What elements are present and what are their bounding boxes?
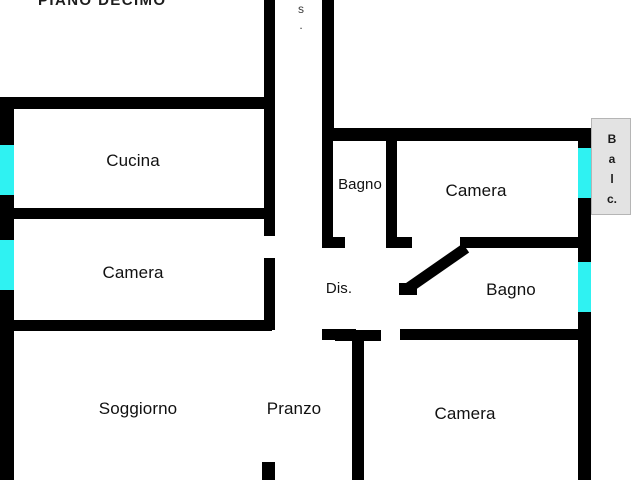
room-label-cucina: Cucina (106, 151, 160, 170)
wall-bagno-est-south (400, 329, 590, 340)
wall-bagno-nord-south-e (386, 237, 412, 248)
wall-exterior-east-b (578, 196, 591, 264)
wall-exterior-east-c (578, 310, 591, 480)
wall-exterior-west-b (0, 195, 14, 240)
vlabel-char: . (299, 18, 303, 32)
wall-bagno-nord-east (386, 141, 397, 241)
vlabel-char: a (608, 152, 616, 166)
wall-pranzo-camera-divider (352, 340, 364, 480)
window-bagno-est-east (578, 262, 591, 312)
balcony-east (591, 118, 631, 215)
wall-exterior-west-a (0, 97, 14, 145)
wall-corridor-east-upper (322, 0, 334, 128)
room-label-pranzo: Pranzo (266, 399, 322, 418)
wall-soggiorno-pranzo-stub (262, 462, 275, 480)
vlabel-char: B (607, 132, 617, 146)
wall-dis-south-stub-a (322, 329, 356, 340)
wall-corridor-west-upper (264, 0, 275, 96)
wall-camera-soggiorno-divider (14, 320, 272, 331)
wall-corridor-west-mid (264, 96, 275, 236)
wall-cucina-east (264, 117, 275, 162)
wall-camera-nord-south (460, 237, 590, 248)
page-title: PIANO DECIMO (38, 0, 167, 9)
vlabel-char: s (298, 2, 304, 16)
room-label-camera-sud: Camera (434, 404, 496, 423)
wall-camera-ovest-east-lower (264, 290, 275, 330)
wall-cucina-north (0, 97, 275, 109)
wall-exterior-west-c (0, 290, 14, 480)
wall-bagno-nord-south-w (322, 237, 345, 248)
room-label-bagno-est: Bagno (486, 280, 536, 299)
window-cucina-west (0, 145, 14, 195)
room-label-bagno-nord: Bagno (338, 176, 382, 193)
wall-exterior-east-a (578, 128, 591, 150)
vlabel-char: c. (606, 192, 617, 206)
vlabel-char: l (610, 172, 614, 186)
wall-camera-ovest-east-upper (264, 208, 275, 236)
room-label-disimpegno: Dis. (325, 280, 353, 297)
wall-pranzo-camera-header (335, 330, 381, 341)
wall-bagno-est-jamb-west (399, 283, 417, 295)
room-label-soggiorno: Soggiorno (98, 399, 178, 418)
room-label-camera-ovest: Camera (102, 263, 164, 282)
wall-bagno-nord-west (322, 128, 333, 241)
window-camera-ovest-west (0, 240, 14, 290)
room-label-camera-nord: Camera (445, 181, 507, 200)
wall-bagno-nord-north (322, 128, 590, 141)
window-balcone-north (578, 148, 591, 198)
wall-cucina-camera-divider (14, 208, 272, 219)
vlabel-char: i (293, 0, 309, 1)
